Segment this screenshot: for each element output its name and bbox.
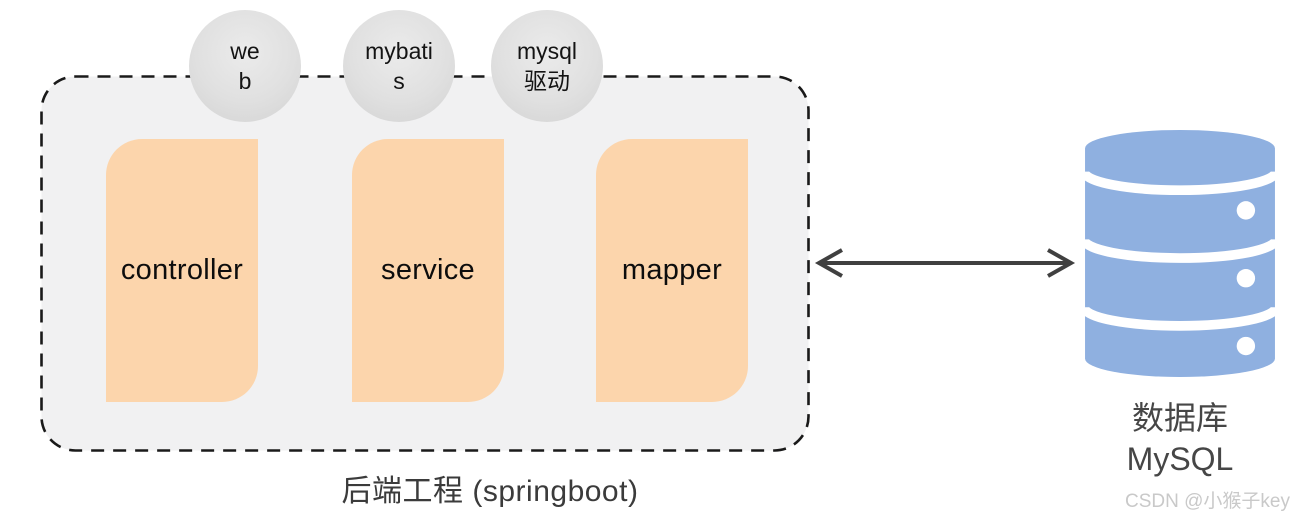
module-mapper: mapper [596, 139, 748, 402]
dependency-mysql-driver: mysql 驱动 [491, 10, 603, 122]
dependency-mybatis-label-line1: mybati [365, 38, 433, 64]
double-arrow-icon [814, 248, 1076, 278]
dependency-web-label-line1: we [230, 38, 260, 64]
database-label: 数据库 MySQL [1063, 398, 1294, 480]
dependency-web-label-line2: b [238, 68, 252, 94]
dependency-mysql-driver-label-line2: 驱动 [524, 68, 570, 94]
module-mapper-label: mapper [621, 254, 723, 286]
dependency-mybatis-label-line2: s [393, 68, 405, 94]
module-controller: controller [106, 139, 258, 402]
backend-caption: 后端工程 (springboot) [341, 475, 639, 508]
module-controller-label: controller [120, 254, 244, 286]
database-label-line2: MySQL [1126, 441, 1234, 477]
dependency-web: we b [189, 10, 301, 122]
watermark: CSDN @小猴子key [1125, 491, 1290, 512]
module-service-label: service [381, 254, 475, 286]
database-label-line1: 数据库 [1131, 400, 1228, 436]
database-icon [1083, 129, 1277, 378]
module-service: service [352, 139, 504, 402]
dependency-mybatis: mybati s [343, 10, 455, 122]
dependency-mysql-driver-label-line1: mysql [516, 38, 578, 64]
